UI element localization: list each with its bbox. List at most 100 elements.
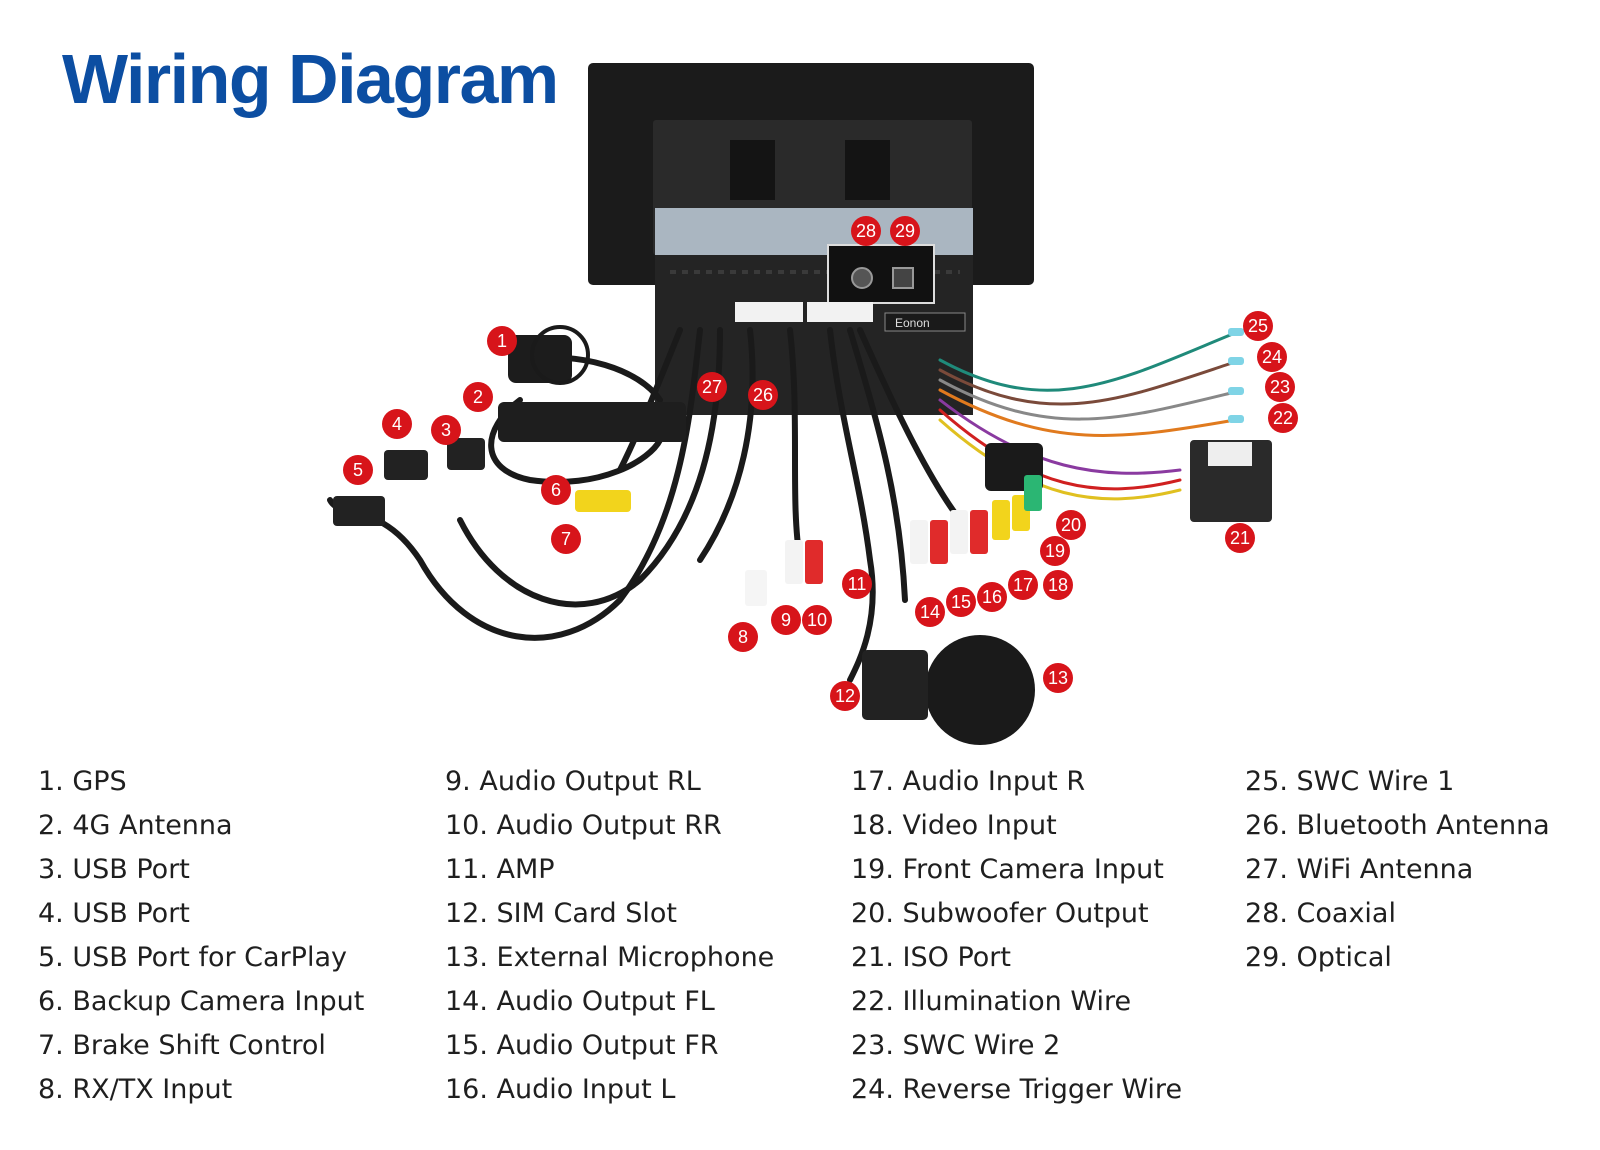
legend-item: 11. AMP (445, 854, 555, 885)
legend-item: 23. SWC Wire 2 (851, 1030, 1061, 1061)
svg-text:9: 9 (781, 610, 791, 630)
page-title: Wiring Diagram (62, 40, 559, 118)
svg-text:1: 1 (497, 331, 507, 351)
svg-text:26: 26 (753, 385, 773, 405)
usb-port-carplay (333, 496, 385, 526)
legend-item: 13. External Microphone (445, 942, 775, 973)
badge-9: 9 (771, 605, 801, 635)
legend-column-2: 9. Audio Output RL 10. Audio Output RR 1… (445, 760, 774, 1112)
svg-text:23: 23 (1270, 377, 1290, 397)
legend-item: 19. Front Camera Input (851, 854, 1164, 885)
legend-item: 18. Video Input (851, 810, 1057, 841)
legend-item: 1. GPS (38, 766, 127, 797)
badge-19: 19 (1040, 536, 1070, 566)
badge-8: 8 (728, 622, 758, 652)
badge-23: 23 (1265, 372, 1295, 402)
legend-item: 17. Audio Input R (851, 766, 1086, 797)
legend-item: 16. Audio Input L (445, 1074, 676, 1105)
badge-22: 22 (1268, 403, 1298, 433)
legend-item: 9. Audio Output RL (445, 766, 701, 797)
cable-bundle (327, 327, 963, 683)
svg-text:17: 17 (1013, 575, 1033, 595)
coaxial-optical-plate (827, 244, 935, 304)
gps-module (508, 335, 572, 383)
badge-26: 26 (748, 380, 778, 410)
svg-text:19: 19 (1045, 541, 1065, 561)
legend-item: 12. SIM Card Slot (445, 898, 677, 929)
svg-text:3: 3 (441, 420, 451, 440)
legend-item: 26. Bluetooth Antenna (1245, 810, 1550, 841)
badge-6: 6 (541, 475, 571, 505)
svg-text:28: 28 (856, 221, 876, 241)
legend-item: 3. USB Port (38, 854, 190, 885)
svg-text:10: 10 (807, 610, 827, 630)
svg-text:13: 13 (1048, 668, 1068, 688)
legend-column-1: 1. GPS 2. 4G Antenna 3. USB Port 4. USB … (38, 760, 364, 1112)
legend-item: 10. Audio Output RR (445, 810, 722, 841)
rca-rr (805, 540, 823, 584)
badge-10: 10 (802, 605, 832, 635)
svg-text:11: 11 (848, 574, 867, 594)
legend-item: 24. Reverse Trigger Wire (851, 1074, 1183, 1105)
svg-text:15: 15 (951, 592, 971, 612)
legend-item: 20. Subwoofer Output (851, 898, 1149, 929)
svg-text:6: 6 (551, 480, 561, 500)
legend-item: 8. RX/TX Input (38, 1074, 233, 1105)
callout-badges: 1 2 3 4 5 6 7 8 9 10 11 12 13 14 15 16 1… (343, 216, 1298, 711)
brand-logo: Eonon (895, 316, 930, 330)
svg-text:2: 2 (473, 387, 483, 407)
badge-15: 15 (946, 587, 976, 617)
legend: 1. GPS 2. 4G Antenna 3. USB Port 4. USB … (0, 760, 1600, 1120)
svg-text:8: 8 (738, 627, 748, 647)
badge-21: 21 (1225, 523, 1255, 553)
svg-text:22: 22 (1273, 408, 1293, 428)
coaxial-jack (851, 267, 873, 289)
legend-item: 22. Illumination Wire (851, 986, 1132, 1017)
usb-port-4 (384, 450, 428, 480)
accessories (333, 325, 1272, 745)
badge-18: 18 (1043, 570, 1073, 600)
wire-bundle (938, 331, 1237, 501)
rca-connectors (575, 475, 1042, 606)
legend-item: 14. Audio Output FL (445, 986, 715, 1017)
legend-item: 21. ISO Port (851, 942, 1011, 973)
legend-item: 25. SWC Wire 1 (1245, 766, 1455, 797)
svg-text:12: 12 (835, 686, 855, 706)
optical-jack (892, 267, 914, 289)
badge-28: 28 (851, 216, 881, 246)
usb-port-3 (447, 438, 485, 470)
svg-text:5: 5 (353, 460, 363, 480)
legend-column-4: 25. SWC Wire 1 26. Bluetooth Antenna 27.… (1245, 760, 1550, 980)
rca-backup-camera (575, 490, 631, 512)
svg-text:21: 21 (1230, 528, 1250, 548)
svg-text:24: 24 (1262, 347, 1282, 367)
badge-1: 1 (487, 326, 517, 356)
badge-17: 17 (1008, 570, 1038, 600)
badge-3: 3 (431, 415, 461, 445)
legend-column-3: 17. Audio Input R 18. Video Input 19. Fr… (851, 760, 1182, 1112)
badge-25: 25 (1243, 311, 1273, 341)
svg-text:7: 7 (561, 529, 571, 549)
wire-caps (1228, 328, 1244, 423)
svg-text:29: 29 (895, 221, 915, 241)
svg-text:27: 27 (702, 377, 722, 397)
legend-item: 4. USB Port (38, 898, 190, 929)
4g-antenna-module (498, 402, 686, 442)
rxtx-connector (745, 570, 767, 606)
svg-text:18: 18 (1048, 575, 1068, 595)
head-unit-photo: Eonon (327, 63, 1298, 745)
badge-20: 20 (1056, 510, 1086, 540)
legend-item: 5. USB Port for CarPlay (38, 942, 347, 973)
rca-rl (785, 540, 803, 584)
legend-item: 2. 4G Antenna (38, 810, 233, 841)
badge-5: 5 (343, 455, 373, 485)
svg-text:16: 16 (982, 587, 1002, 607)
microphone (925, 635, 1035, 745)
sim-card-module (862, 650, 928, 720)
badge-27: 27 (697, 372, 727, 402)
head-unit: Eonon (588, 63, 1034, 415)
badge-2: 2 (463, 382, 493, 412)
badge-12: 12 (830, 681, 860, 711)
svg-text:25: 25 (1248, 316, 1268, 336)
svg-text:4: 4 (392, 414, 402, 434)
